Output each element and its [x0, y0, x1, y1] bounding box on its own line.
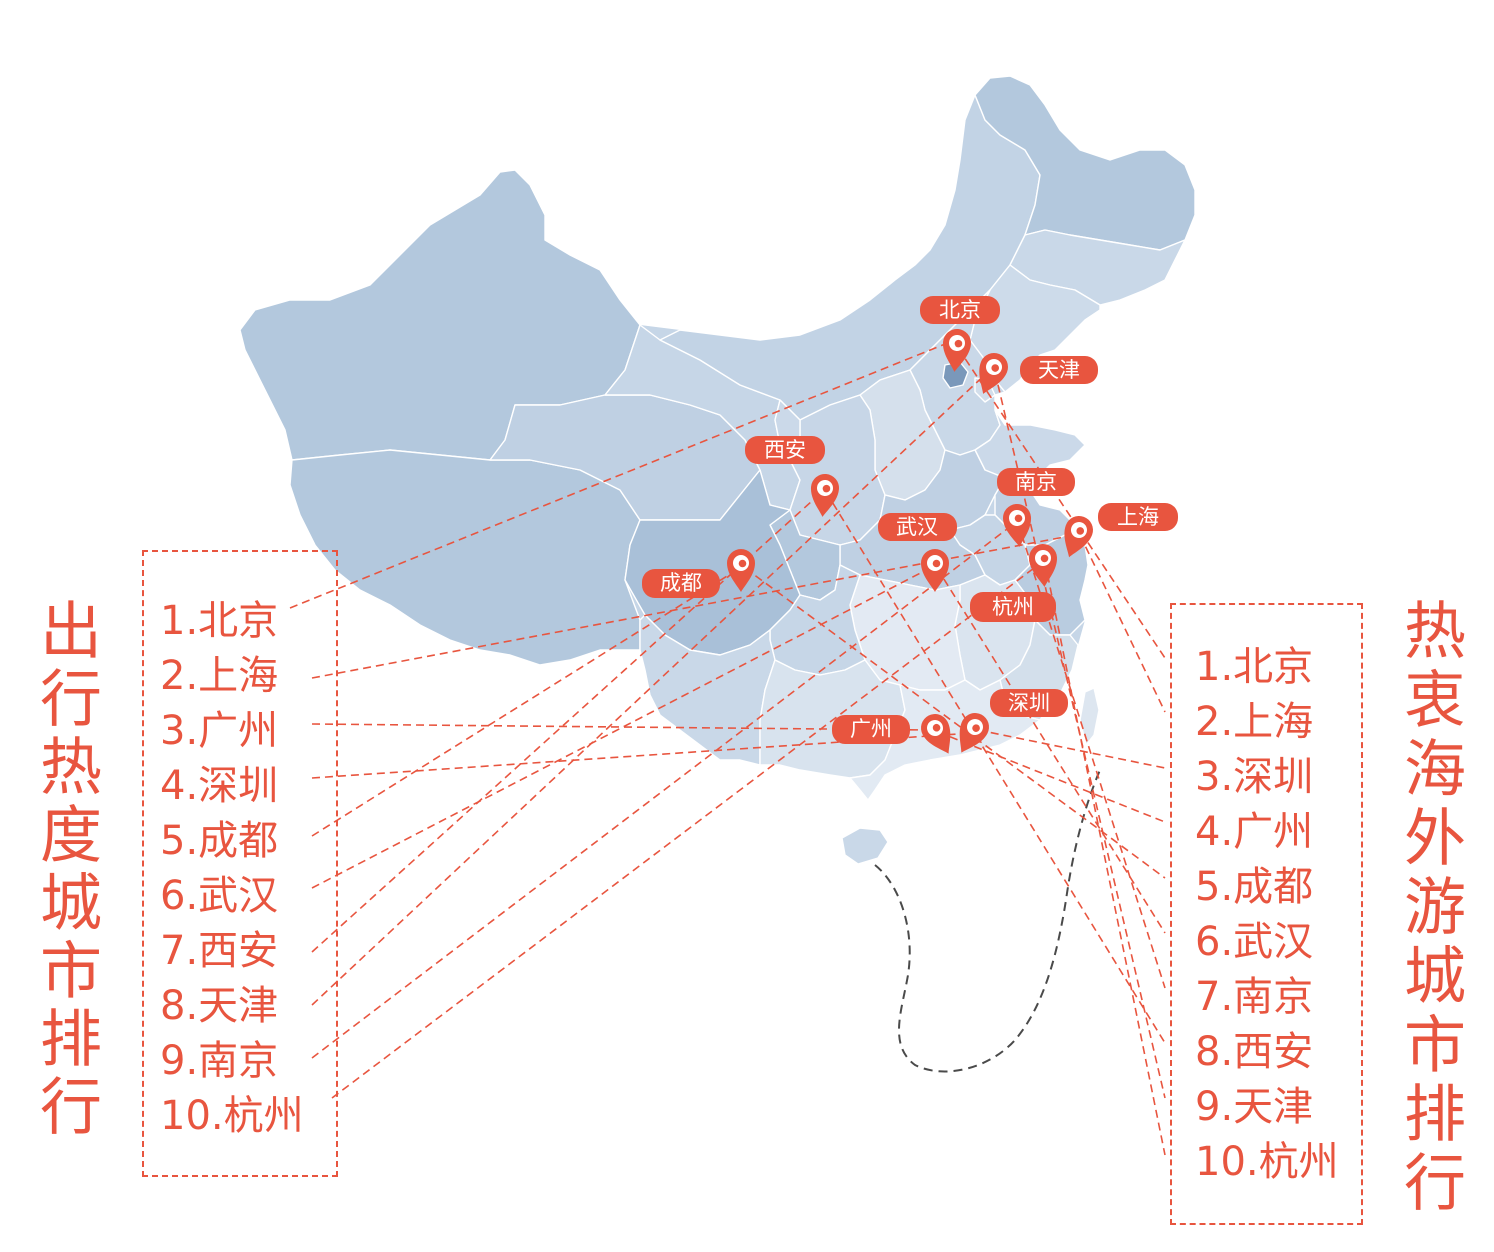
city-label-hangzhou: 杭州 [970, 592, 1056, 622]
list-item: 9.南京 [160, 1038, 279, 1084]
connector-right-2 [1079, 534, 1166, 713]
map-pin-icon [1029, 544, 1057, 587]
list-item: 8.西安 [1195, 1029, 1314, 1075]
province-shaanxi [789, 394, 886, 546]
map-pin-icon [1003, 504, 1031, 547]
list-item: 10.杭州 [160, 1093, 304, 1139]
city-label-shenzhen: 深圳 [990, 689, 1068, 717]
city-label-text: 上海 [1117, 505, 1159, 529]
map-pin-icon [921, 714, 951, 754]
list-item: 6.武汉 [1195, 919, 1314, 965]
city-label-text: 南京 [1015, 470, 1057, 494]
left-ranking-title: 出行热度城市排行 [29, 598, 102, 1142]
city-label-tianjin: 天津 [1020, 356, 1098, 384]
city-label-xian: 西安 [745, 436, 825, 464]
province-heilongjiang [974, 75, 1196, 251]
city-label-chengdu: 成都 [642, 569, 720, 598]
list-item: 9.天津 [1195, 1084, 1314, 1130]
city-label-text: 天津 [1038, 358, 1080, 382]
list-item: 5.成都 [1195, 864, 1314, 910]
list-item: 2.上海 [160, 653, 279, 699]
right-ranking-title: 热衷海外游城市排行 [1393, 598, 1466, 1219]
map-pin-icon [921, 549, 949, 592]
city-label-text: 成都 [660, 571, 702, 595]
city-label-text: 广州 [850, 717, 892, 741]
list-item: 10.杭州 [1195, 1139, 1339, 1185]
map-pin-icon [811, 474, 839, 517]
province-taiwan [1079, 687, 1100, 746]
city-label-text: 杭州 [992, 595, 1034, 619]
connector-left-8 [311, 369, 991, 1006]
connector-right-3 [977, 729, 1166, 769]
map-pin-icon [1064, 516, 1093, 558]
map-pin-icon [943, 329, 971, 372]
list-item: 4.深圳 [160, 763, 279, 809]
list-item: 8.天津 [160, 983, 279, 1029]
city-label-nanjing: 南京 [997, 468, 1075, 496]
connector-right-5 [744, 567, 1166, 879]
city-label-shanghai: 上海 [1098, 503, 1178, 531]
south-china-sea-boundary [874, 769, 1101, 1073]
map-pin-icon [959, 713, 989, 753]
connector-left-5 [311, 567, 741, 837]
city-markers: 北京 天津 西安 南京 [642, 296, 1178, 754]
map-provinces [239, 75, 1196, 865]
city-label-text: 武汉 [896, 515, 938, 539]
list-item: 2.上海 [1195, 699, 1314, 745]
connector-right-4 [937, 731, 1166, 823]
list-item: 6.武汉 [160, 873, 279, 919]
connector-right-6 [936, 567, 1166, 934]
list-item: 1.北京 [1195, 644, 1314, 690]
list-item: 7.南京 [1195, 974, 1314, 1020]
left-ranking-list: 1.北京 2.上海 3.广州 4.深圳 5.成都 6.武汉 7.西安 8.天津 … [142, 550, 338, 1177]
list-item: 5.成都 [160, 818, 279, 864]
city-label-wuhan: 武汉 [878, 513, 957, 541]
province-tibet [289, 449, 641, 666]
connector-left-9 [311, 522, 1016, 1059]
city-label-guangzhou: 广州 [832, 715, 910, 744]
list-item: 3.深圳 [1195, 754, 1314, 800]
map-pin-icon [727, 549, 755, 592]
list-item: 7.西安 [160, 928, 279, 974]
right-ranking-list: 1.北京 2.上海 3.深圳 4.广州 5.成都 6.武汉 7.南京 8.西安 … [1170, 603, 1363, 1225]
connector-right-10 [1044, 561, 1166, 1156]
city-label-text: 深圳 [1008, 691, 1050, 715]
connector-right-8 [825, 491, 1166, 1044]
list-item: 3.广州 [160, 708, 279, 754]
list-item: 1.北京 [160, 598, 279, 644]
city-label-beijing: 北京 [920, 296, 1000, 324]
province-hainan [841, 827, 889, 865]
city-label-text: 北京 [939, 298, 981, 322]
map-pin-icon [979, 353, 1008, 394]
city-label-text: 西安 [764, 438, 806, 462]
connector-right-1 [957, 347, 1166, 659]
list-item: 4.广州 [1195, 809, 1314, 855]
connector-left-1 [289, 339, 956, 609]
